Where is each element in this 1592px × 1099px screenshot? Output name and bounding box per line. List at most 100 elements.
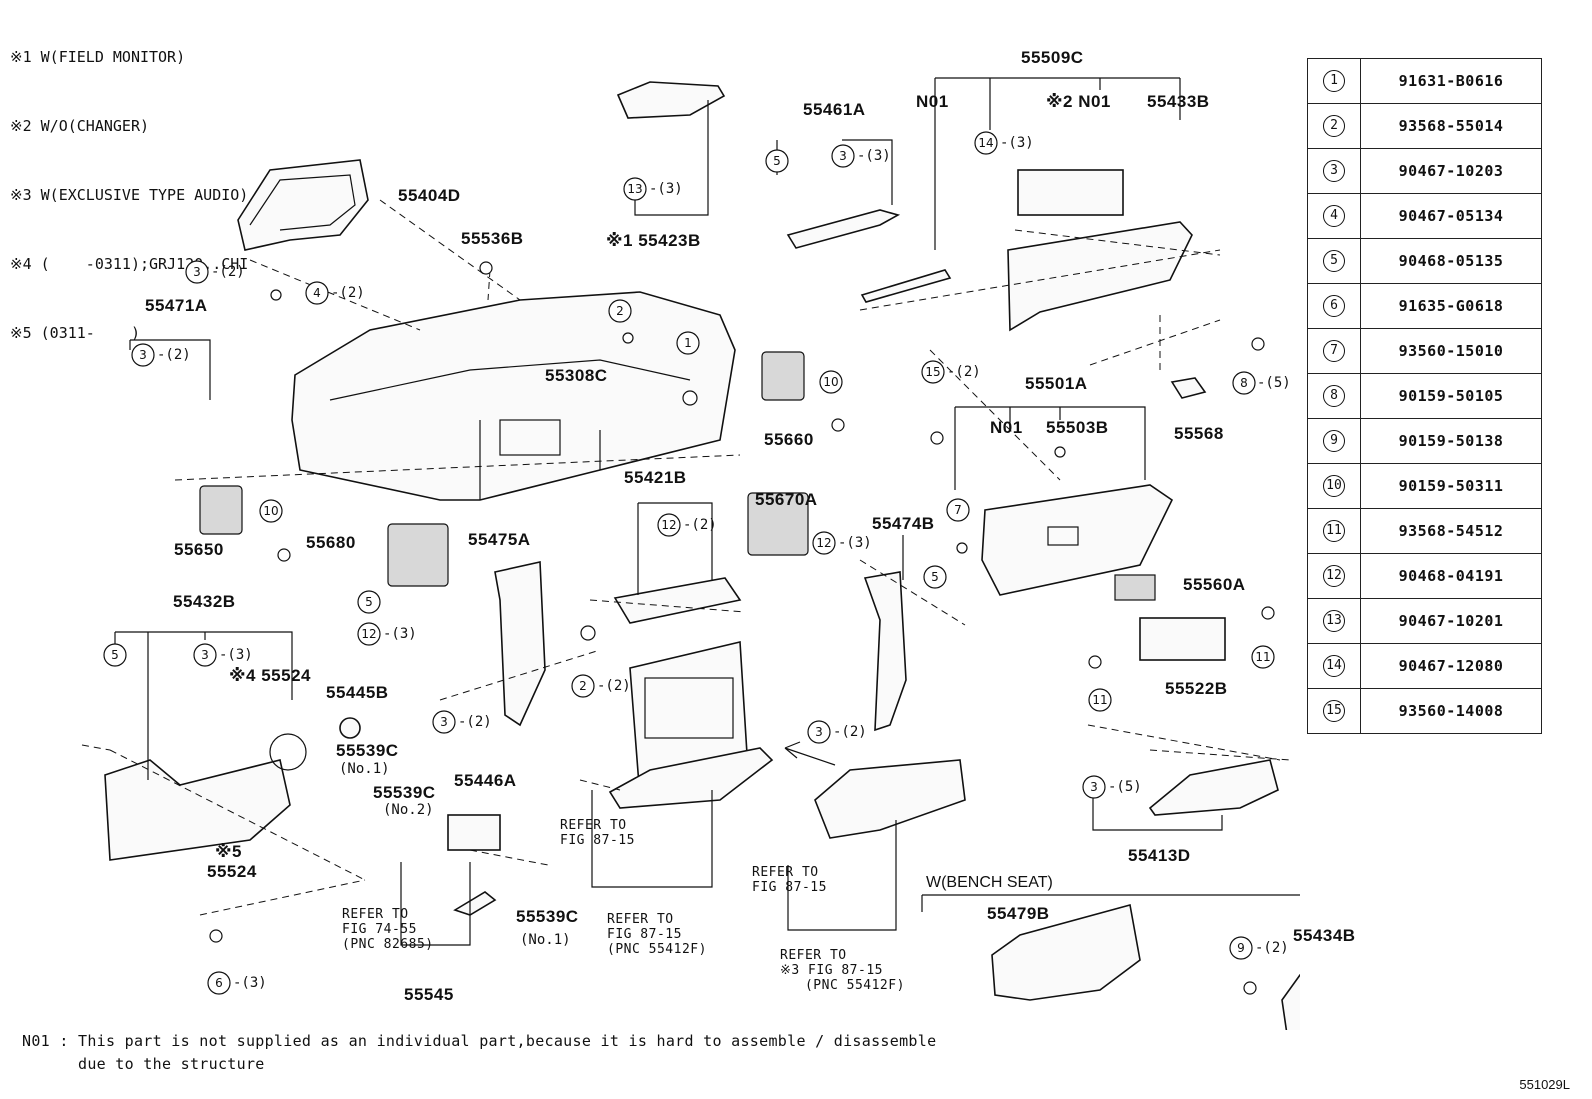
svg-text:11: 11 [1255, 650, 1270, 664]
parts-table-row: 12 90468-04191 [1307, 553, 1542, 599]
part-number: 90159-50105 [1360, 373, 1542, 419]
ref-number: 2 [1323, 115, 1345, 137]
part-55545 [453, 891, 497, 916]
ref-number-cell: 9 [1307, 418, 1361, 464]
label-55539C-1: 55539C [336, 741, 399, 760]
svg-text:10: 10 [823, 375, 838, 389]
vent-55660 [761, 351, 805, 401]
label-55539C-3: 55539C [516, 907, 579, 926]
label-55539C-2: 55539C [373, 783, 436, 802]
legend-line: ※5 (0311- ) [10, 324, 140, 342]
svg-text:5: 5 [931, 570, 939, 584]
ref-number: 11 [1323, 520, 1345, 542]
svg-text:3: 3 [1090, 780, 1098, 794]
vent-55670A [747, 492, 809, 556]
box-N01 [1017, 169, 1124, 216]
ref-number: 7 [1323, 340, 1345, 362]
label-55568: 55568 [1174, 424, 1224, 443]
label-N01: N01 [916, 92, 949, 111]
vent-55680 [387, 523, 449, 587]
exploded-view-drawing: 14 3 5 13 3 4 3 2 1 10 15 8 7 10 12 12 5… [81, 77, 1300, 1030]
label-asterisk-5: ※5 [215, 842, 242, 861]
svg-text:12: 12 [816, 536, 831, 550]
label-N01-glovebox: N01 [990, 418, 1023, 437]
label-no1-b: (No.1) [520, 932, 571, 948]
qty-3b: -(2) [211, 264, 245, 280]
svg-text:5: 5 [111, 648, 119, 662]
svg-text:11: 11 [1092, 693, 1107, 707]
part-number: 93568-55014 [1360, 103, 1542, 149]
label-55445B: 55445B [326, 683, 389, 702]
svg-text:4: 4 [313, 286, 321, 300]
label-55461A: 55461A [803, 100, 866, 119]
refer-note: REFER TO FIG 87-15 [752, 865, 827, 895]
label-55670A: 55670A [755, 490, 818, 509]
label-55434B: 55434B [1293, 926, 1356, 945]
center-bezel-55421B [613, 577, 742, 624]
meter-hood-55404D [237, 159, 369, 251]
bracket-55479B [991, 903, 1141, 1001]
strip-55461A [786, 209, 901, 249]
refer-note: REFER TO FIG 87-15 (PNC 55412F) [607, 912, 707, 957]
refer-note: REFER TO FIG 74-55 (PNC 82685) [342, 907, 434, 952]
ref-number-cell: 14 [1307, 643, 1361, 689]
label-55501A: 55501A [1025, 374, 1088, 393]
label-55660: 55660 [764, 430, 814, 449]
cover-55434B [1281, 974, 1300, 1030]
ref-number-cell: 8 [1307, 373, 1361, 419]
qty-15: -(2) [947, 364, 981, 380]
switch-55446A [447, 814, 501, 851]
part-number: 90159-50311 [1360, 463, 1542, 509]
qty-4: -(2) [331, 285, 365, 301]
ref-number: 3 [1323, 160, 1345, 182]
ref-number: 9 [1323, 430, 1345, 452]
svg-text:3: 3 [839, 149, 847, 163]
ref-number-cell: 12 [1307, 553, 1361, 599]
label-55404D: 55404D [398, 186, 461, 205]
footnote: N01 : This part is not supplied as an in… [22, 1032, 937, 1073]
label-55536B: 55536B [461, 229, 524, 248]
svg-text:6: 6 [215, 976, 223, 990]
label-55524-b: 55524 [207, 862, 257, 881]
label-bench-seat: W(BENCH SEAT) [926, 874, 1053, 891]
panel-55522B [1139, 617, 1226, 661]
part-number: 90468-05135 [1360, 238, 1542, 284]
legend-line: ※1 W(FIELD MONITOR) [10, 48, 186, 66]
side-panel-55474B [863, 571, 907, 732]
ref-number: 12 [1323, 565, 1345, 587]
lower-box-55413D [1148, 759, 1279, 816]
variant-legend: ※1 W(FIELD MONITOR) ※2 W/O(CHANGER) ※3 W… [10, 0, 248, 391]
ref-number-cell: 4 [1307, 193, 1361, 239]
label-55433B: 55433B [1147, 92, 1210, 111]
refer-note: REFER TO ※3 FIG 87-15 (PNC 55412F) [780, 948, 905, 993]
svg-text:3: 3 [193, 265, 201, 279]
label-55413D: 55413D [1128, 846, 1191, 865]
parts-table-row: 14 90467-12080 [1307, 643, 1542, 689]
ref-number-cell: 2 [1307, 103, 1361, 149]
svg-text:2: 2 [579, 679, 587, 693]
ref-number: 13 [1323, 610, 1345, 632]
upper-panel-55423B [616, 81, 726, 119]
qty-12c: -(3) [383, 626, 417, 642]
legend-line: ※2 W/O(CHANGER) [10, 117, 149, 135]
ref-number: 14 [1323, 655, 1345, 677]
svg-text:3: 3 [440, 715, 448, 729]
part-number: 90468-04191 [1360, 553, 1542, 599]
ref-number: 6 [1323, 295, 1345, 317]
part-number: 90467-05134 [1360, 193, 1542, 239]
label-no2: (No.2) [383, 802, 434, 818]
qty-3f: -(2) [833, 724, 867, 740]
qty-3g: -(5) [1108, 779, 1142, 795]
side-panel-55475A [494, 561, 546, 727]
vent-55650 [199, 485, 243, 535]
part-number: 90467-12080 [1360, 643, 1542, 689]
